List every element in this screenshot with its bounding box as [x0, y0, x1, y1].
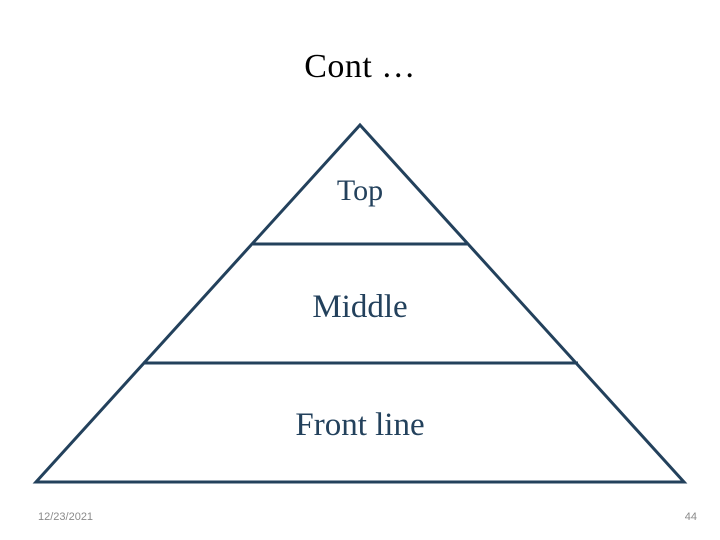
- footer-date: 12/23/2021: [38, 511, 94, 523]
- pyramid-tier-label-top: Top: [336, 174, 384, 207]
- pyramid-tier-label-middle: Middle: [312, 289, 408, 325]
- pyramid-outline: [32, 122, 688, 484]
- pyramid-tier-label-front: Front line: [295, 407, 425, 443]
- page-title: Cont …: [304, 48, 416, 85]
- footer-page-number: 44: [684, 511, 697, 523]
